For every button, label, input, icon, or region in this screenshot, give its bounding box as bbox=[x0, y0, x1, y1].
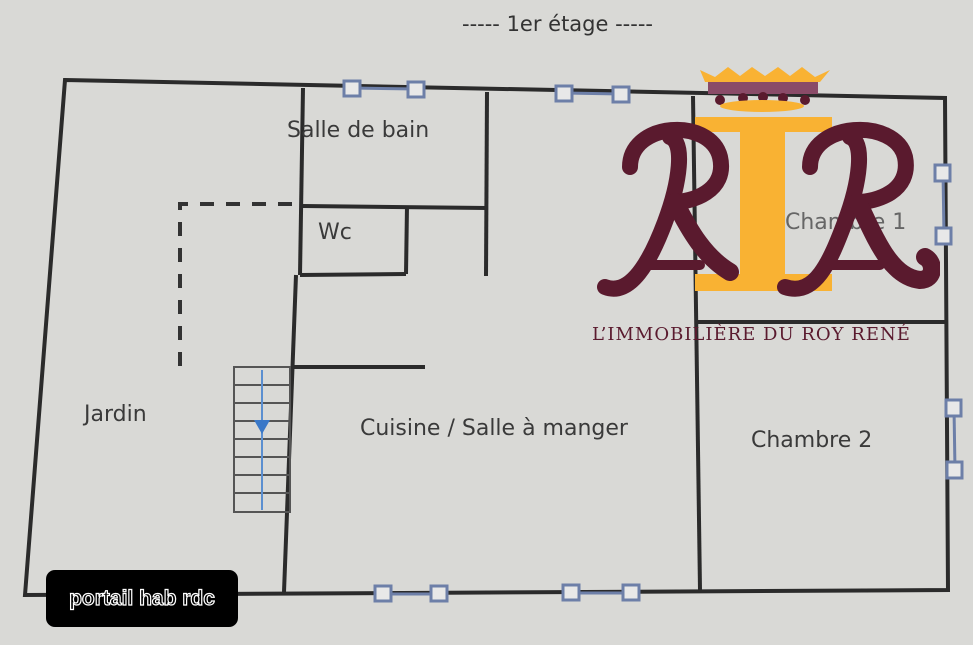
letter-r-left-icon bbox=[597, 121, 739, 297]
room-label-salle-de-bain: Salle de bain bbox=[287, 118, 430, 143]
walls bbox=[22, 77, 951, 598]
room-label-jardin: Jardin bbox=[84, 402, 147, 427]
company-logo bbox=[597, 67, 940, 297]
crown-icon bbox=[700, 67, 830, 112]
brand-name: L’IMMOBILIÈRE DU ROY RENÉ bbox=[592, 324, 911, 345]
staircase bbox=[233, 366, 291, 513]
caption-badge: portail hab rdc bbox=[46, 570, 238, 627]
room-label-chambre-2: Chambre 2 bbox=[751, 428, 873, 453]
windows bbox=[342, 79, 964, 603]
dashed-outline bbox=[178, 202, 298, 366]
stair-arrow-icon bbox=[254, 420, 270, 434]
room-label-cuisine: Cuisine / Salle à manger bbox=[360, 416, 628, 441]
caption-text: portail hab rdc bbox=[68, 586, 215, 610]
room-label-wc: Wc bbox=[318, 220, 352, 245]
floor-title: ----- 1er étage ----- bbox=[462, 12, 653, 36]
letter-r-right-icon bbox=[777, 121, 940, 297]
